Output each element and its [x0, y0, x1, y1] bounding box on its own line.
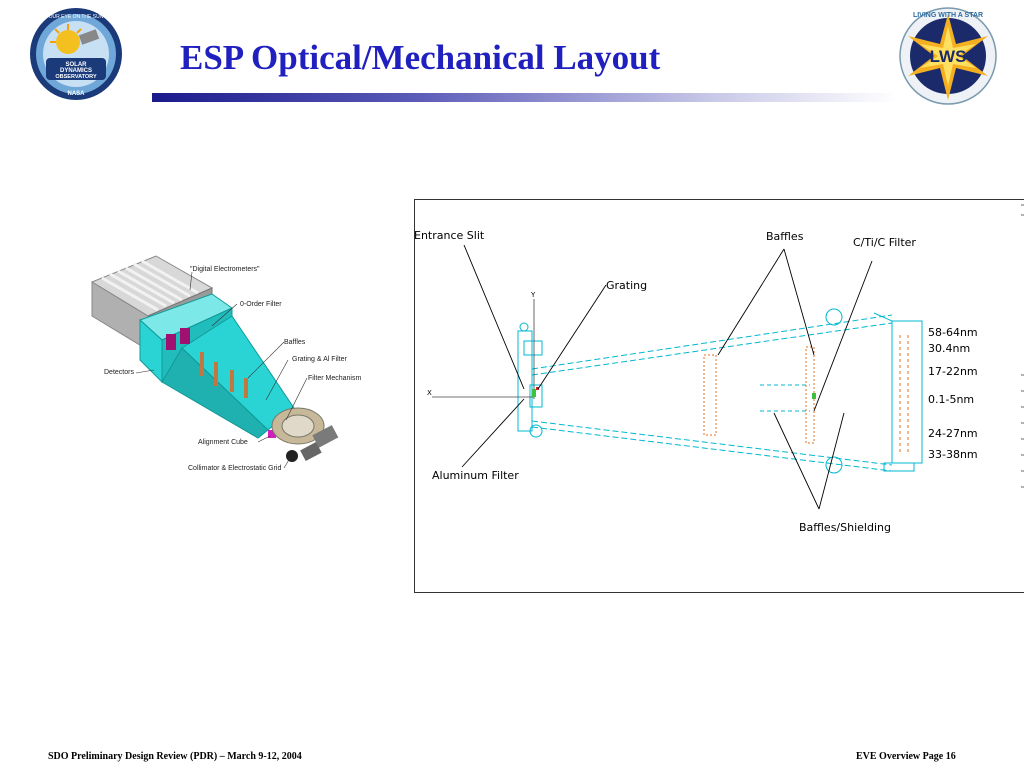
sdo-logo: SOLAR DYNAMICS OBSERVATORY NASA OUR EYE …: [28, 6, 124, 102]
footer-left: SDO Preliminary Design Review (PDR) – Ma…: [48, 751, 302, 762]
svg-text:NASA: NASA: [67, 91, 85, 97]
page-title: ESP Optical/Mechanical Layout: [180, 38, 661, 77]
callout-baffles: Baffles: [766, 230, 804, 243]
wavelength-17-22: 17-22nm: [928, 365, 978, 378]
callout-ctic-filter: C/Ti/C Filter: [853, 236, 916, 249]
label-digital-electrometers: "Digital Electrometers": [190, 266, 260, 273]
svg-text:SOLAR: SOLAR: [66, 62, 88, 68]
label-baffles: Baffles: [284, 339, 306, 346]
label-grating-al-filter: Grating & Al Filter: [292, 356, 347, 363]
svg-text:LIVING WITH A STAR: LIVING WITH A STAR: [913, 12, 983, 19]
title-underline: [152, 93, 898, 102]
callout-entrance-slit: Entrance Slit: [414, 229, 485, 242]
wavelength-0-1-5: 0.1-5nm: [928, 393, 975, 406]
wavelength-33-38: 33-38nm: [928, 448, 978, 461]
wavelength-30-4: 30.4nm: [928, 342, 971, 355]
svg-text:OBSERVATORY: OBSERVATORY: [55, 74, 97, 80]
svg-text:LWS: LWS: [930, 47, 967, 66]
svg-text:DYNAMICS: DYNAMICS: [60, 68, 92, 74]
label-alignment-cube: Alignment Cube: [198, 439, 248, 446]
wavelength-24-27: 24-27nm: [928, 427, 978, 440]
axis-x-label: X: [427, 389, 432, 397]
esp-instrument-render: "Digital Electrometers" 0-Order Filter B…: [62, 250, 382, 495]
callout-baffles-shielding: Baffles/Shielding: [799, 521, 891, 534]
lws-logo: LWS LIVING WITH A STAR: [896, 4, 1000, 108]
label-detectors: Detectors: [104, 369, 134, 376]
callout-aluminum-filter: Aluminum Filter: [432, 469, 519, 482]
label-zero-order-filter: 0-Order Filter: [240, 301, 282, 308]
optical-schematic: Entrance Slit Baffles C/Ti/C Filter Grat…: [414, 199, 1024, 593]
label-filter-mechanism: Filter Mechanism: [308, 375, 362, 382]
callout-grating: Grating: [606, 279, 648, 292]
label-collimator-grid: Collimator & Electrostatic Grid: [188, 465, 282, 472]
axis-y-label: Y: [531, 291, 536, 299]
svg-text:OUR EYE ON THE SUN: OUR EYE ON THE SUN: [49, 14, 104, 20]
footer-right: EVE Overview Page 16: [856, 751, 956, 762]
wavelength-58-64: 58-64nm: [928, 326, 978, 339]
schematic-frame: [414, 199, 1024, 593]
